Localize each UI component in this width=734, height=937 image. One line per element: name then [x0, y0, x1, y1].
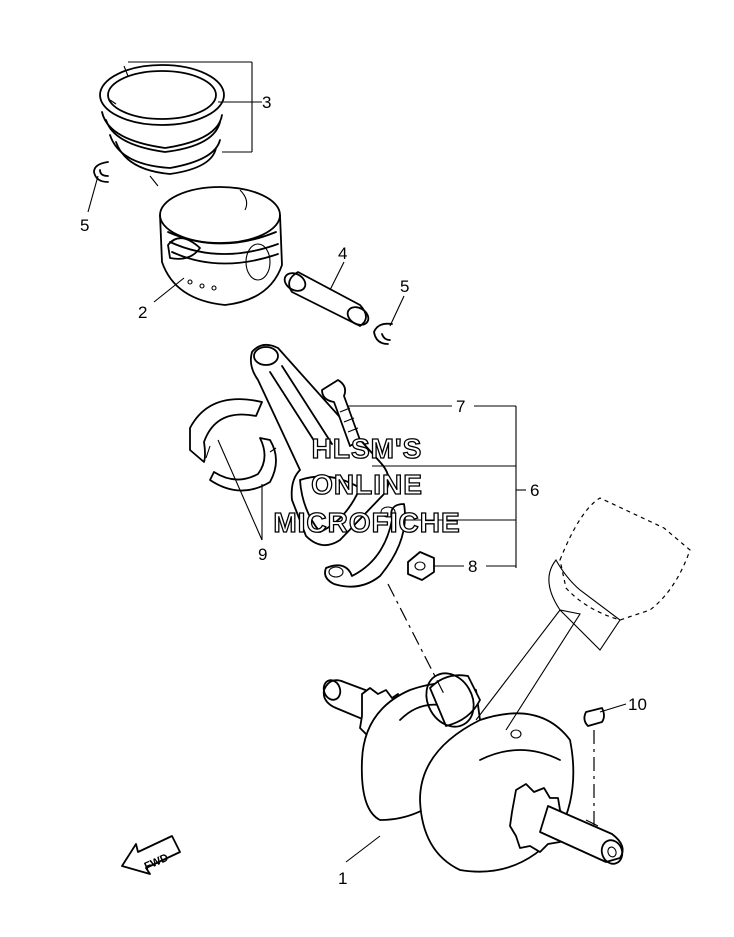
rod-bolt: [321, 379, 361, 447]
circlip-lower: [373, 322, 393, 345]
callout-9: 9: [258, 545, 267, 564]
callout-3: 3: [262, 93, 271, 112]
piston-pin: [283, 271, 370, 327]
piston-rings: [99, 64, 225, 187]
callout-5-upper: 5: [80, 216, 89, 235]
callout-1: 1: [338, 869, 347, 888]
callout-7: 7: [456, 397, 465, 416]
woodruff-key: [583, 707, 605, 727]
watermark: HLSM'S ONLINE MICROFICHE: [273, 432, 461, 538]
connecting-rod: [249, 343, 390, 546]
plane-bearings: [189, 398, 277, 492]
phantom-assembly-outline: [387, 497, 691, 826]
watermark-line-1: HLSM'S: [312, 433, 423, 464]
fwd-arrow-icon: [121, 835, 181, 875]
circlip-upper: [93, 161, 109, 183]
rod-nut: [407, 551, 435, 581]
callout-5-lower: 5: [400, 277, 409, 296]
rod-cap: [324, 503, 406, 588]
leader-lines: [87, 61, 627, 863]
piston: [159, 186, 283, 306]
watermark-line-3: MICROFICHE: [273, 507, 460, 538]
watermark-line-2: ONLINE: [311, 469, 423, 500]
callout-2: 2: [138, 303, 147, 322]
callout-6: 6: [530, 481, 539, 500]
callout-8: 8: [468, 557, 477, 576]
fwd-direction-badge: FWD: [121, 835, 181, 875]
callout-10: 10: [628, 695, 647, 714]
crankshaft: [322, 672, 624, 873]
callout-4: 4: [338, 244, 347, 263]
